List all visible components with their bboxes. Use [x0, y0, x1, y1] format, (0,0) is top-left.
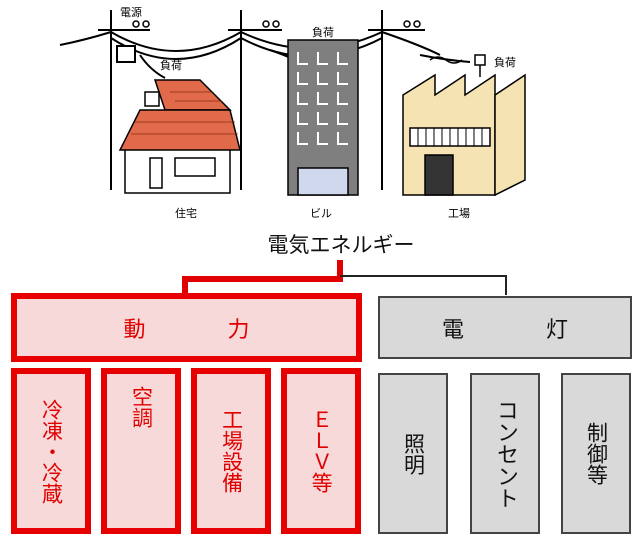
building-load-label: 負荷 [312, 26, 334, 39]
power-category-box: 動 力 [11, 293, 362, 362]
lighting-item-outlet: コンセント [470, 373, 540, 534]
power-item-refrigeration: 冷凍・冷蔵 [11, 368, 91, 534]
source-label: 電源 [120, 6, 142, 19]
lighting-item-label: 照明 [401, 432, 426, 475]
power-item-label: 工場設備 [219, 409, 244, 493]
power-connector-horizontal [182, 276, 343, 282]
power-item-elevator: ＥＬＶ等 [281, 368, 361, 534]
lighting-category-label: 電 灯 [441, 317, 598, 343]
power-item-factory-equipment: 工場設備 [191, 368, 271, 534]
power-connector-vertical [337, 260, 343, 282]
lighting-category-box: 電 灯 [378, 296, 632, 359]
house-load-label: 負荷 [160, 59, 182, 72]
lighting-connector-horizontal [340, 275, 506, 277]
lighting-item-label: コンセント [493, 398, 518, 509]
power-category-label: 動 力 [123, 317, 280, 343]
building-label: ビル [310, 207, 332, 220]
house-label: 住宅 [175, 207, 197, 220]
lighting-item-label: 制御等 [584, 422, 609, 485]
power-item-label: ＥＬＶ等 [309, 409, 334, 493]
factory-label: 工場 [448, 207, 470, 220]
energy-title: 電気エネルギー [267, 233, 415, 257]
power-item-label: 冷凍・冷蔵 [39, 398, 64, 504]
power-supply-illustration [59, 10, 526, 197]
lighting-item-illumination: 照明 [378, 373, 448, 534]
factory-load-label: 負荷 [494, 56, 516, 69]
power-item-label: 空調 [129, 386, 154, 428]
lighting-item-control: 制御等 [561, 373, 631, 534]
power-connector-drop [182, 276, 188, 294]
lighting-connector-drop [505, 275, 507, 295]
power-item-air-conditioning: 空調 [101, 368, 181, 534]
